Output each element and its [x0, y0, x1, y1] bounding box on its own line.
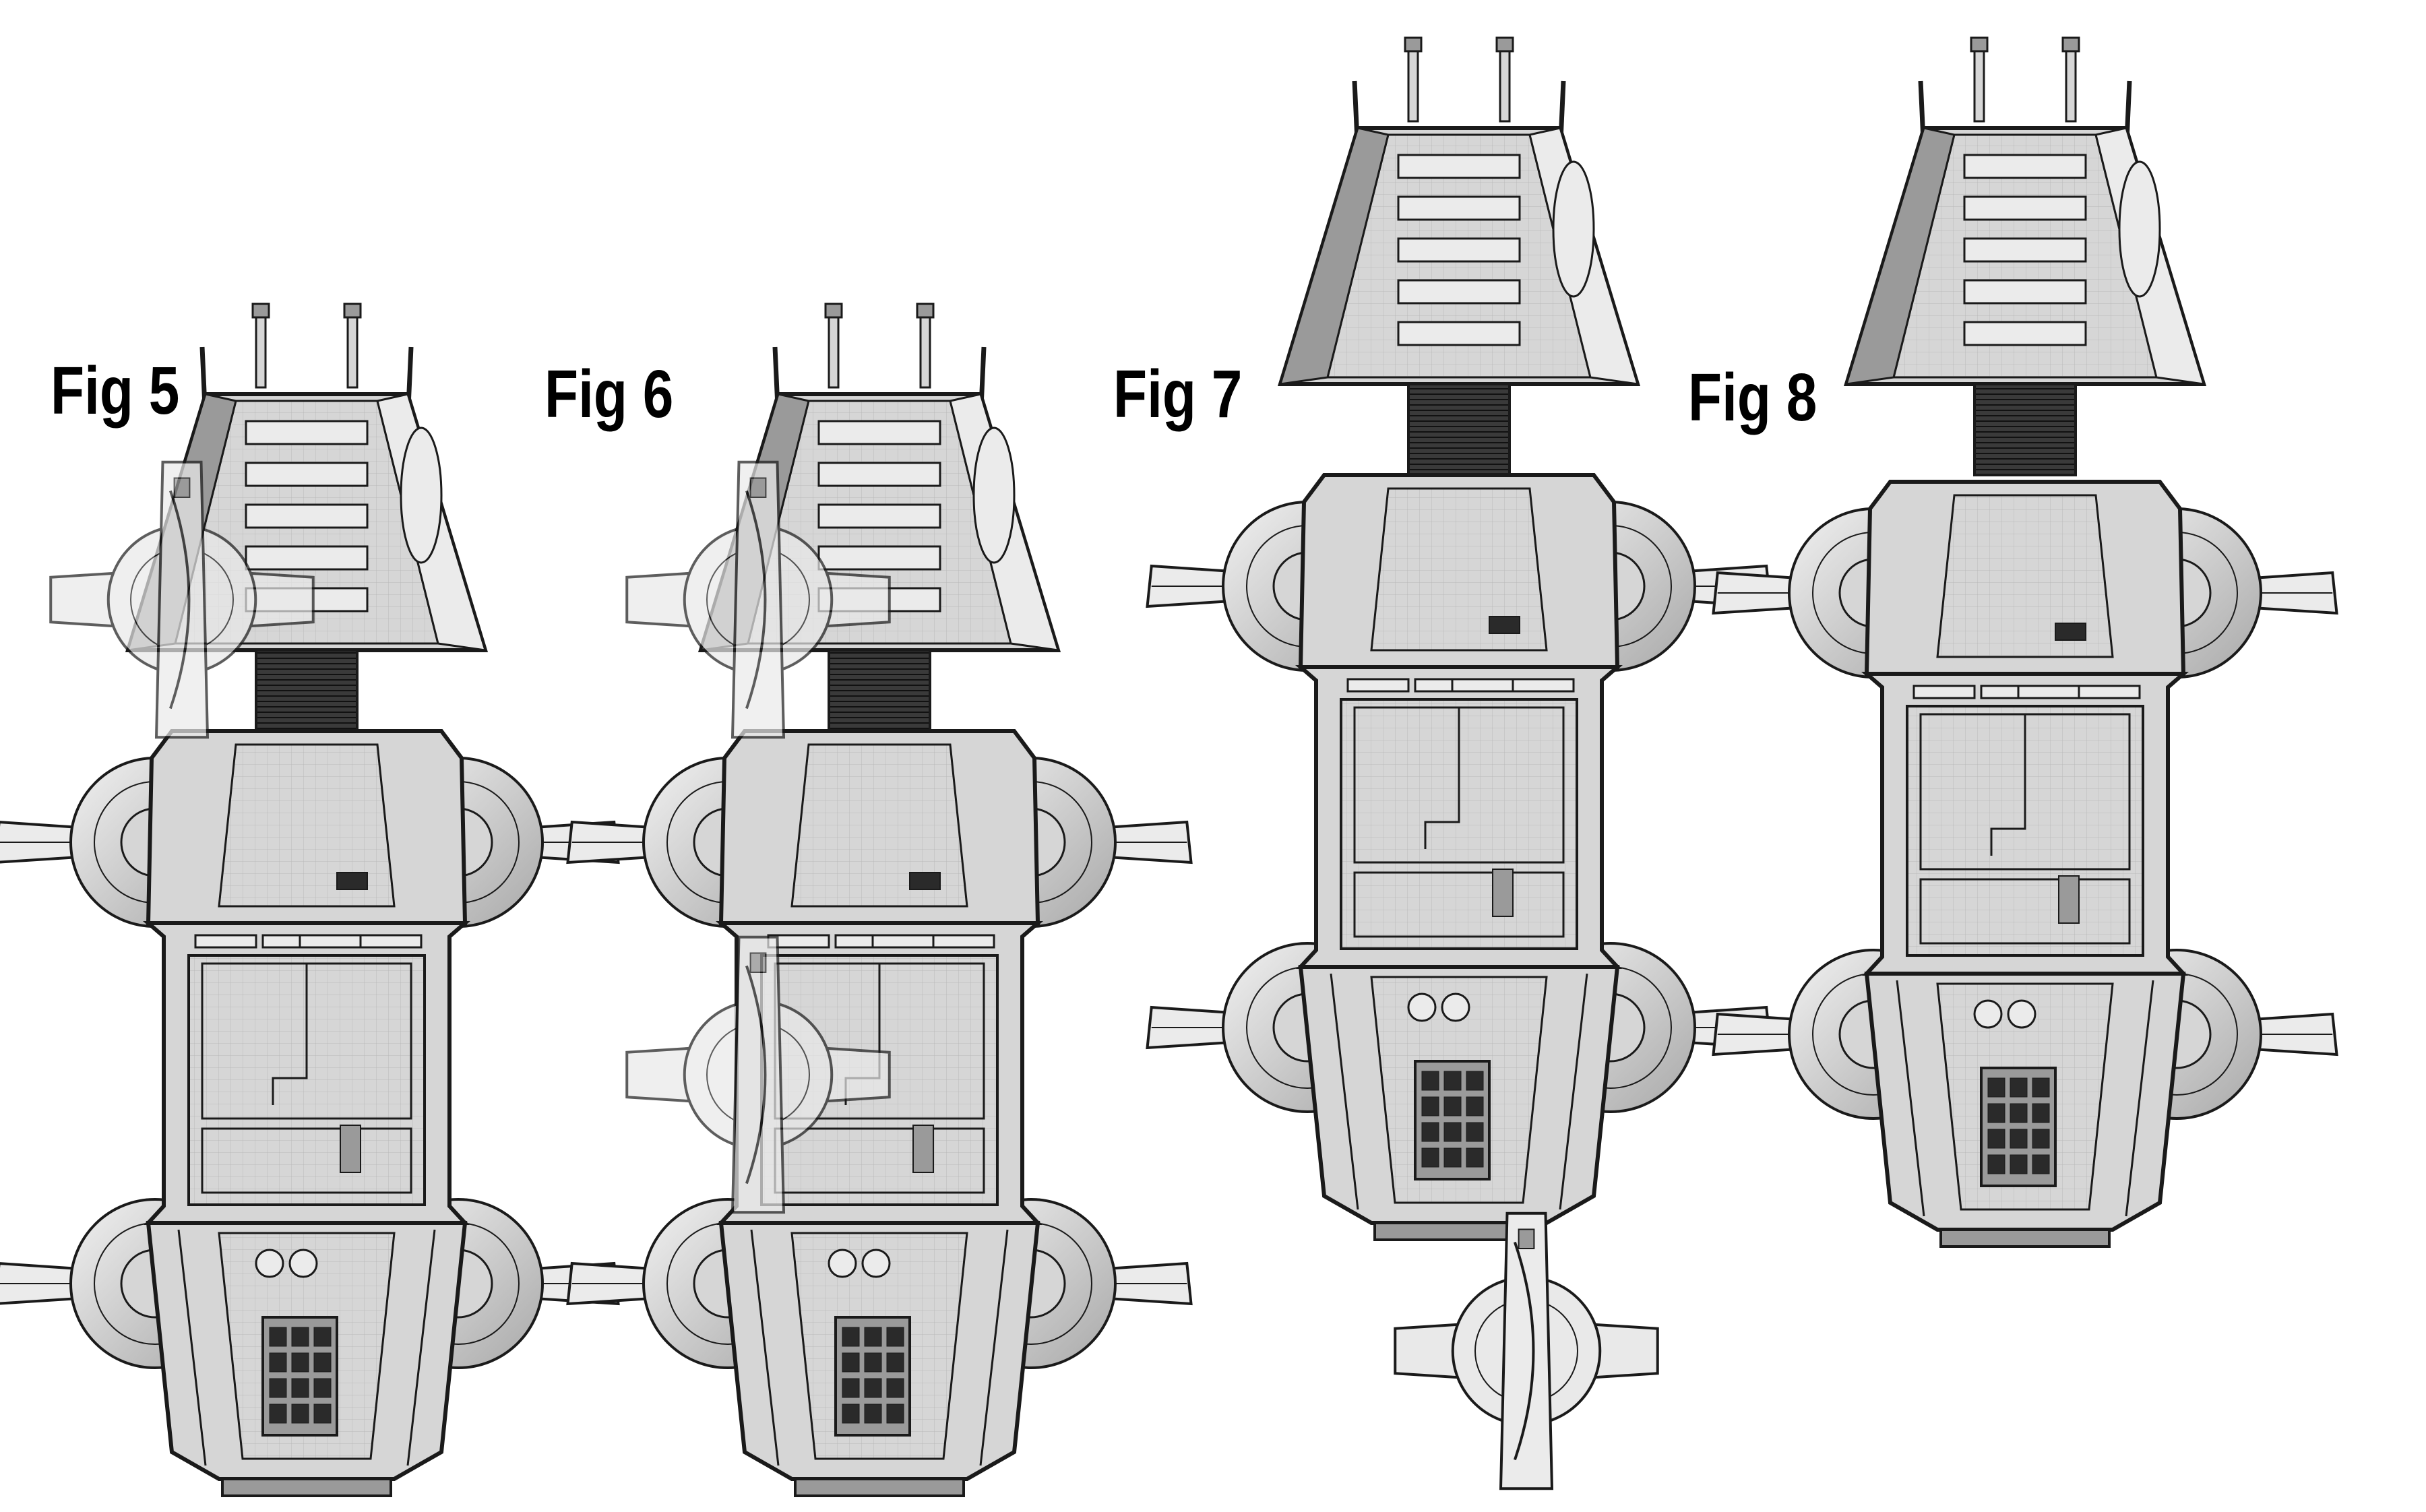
detached-pod-icon — [49, 460, 315, 739]
detached-pod-icon — [625, 935, 891, 1214]
fig-8-ship — [1712, 36, 2338, 1248]
fig-5-label: Fig 5 — [51, 353, 180, 429]
fig-6-label: Fig 6 — [545, 356, 674, 432]
fig-8-label: Fig 8 — [1688, 360, 1817, 435]
detached-pod-icon — [625, 460, 891, 739]
fig-7-ship — [1146, 36, 1772, 1490]
fig-6-ship — [566, 303, 1193, 1497]
fig-7-label: Fig 7 — [1113, 356, 1243, 432]
fig-5-ship — [0, 303, 620, 1497]
detached-pod-icon — [1394, 1211, 1659, 1490]
